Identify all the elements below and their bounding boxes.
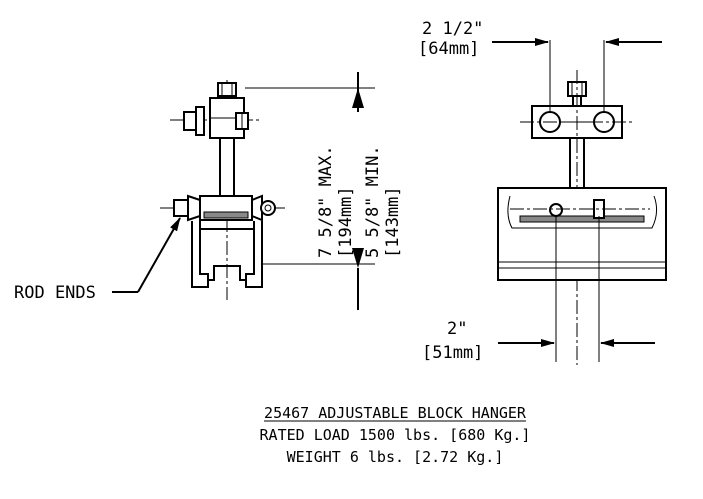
height-max-metric-label: [194mm] bbox=[336, 186, 356, 258]
height-dimension: 7 5/8" MAX. [194mm] 5 5/8" MIN. [143mm] bbox=[245, 72, 403, 310]
bottom-width-metric-label: [51mm] bbox=[422, 343, 483, 363]
caption-weight: WEIGHT 6 lbs. [2.72 Kg.] bbox=[287, 448, 504, 466]
front-view bbox=[497, 70, 667, 365]
height-min-metric-label: [143mm] bbox=[383, 186, 403, 258]
height-max-label: 7 5/8" MAX. bbox=[316, 145, 336, 258]
top-width-label: 2 1/2" bbox=[422, 19, 483, 39]
bottom-width-dimension: 2" [51mm] bbox=[422, 216, 655, 363]
caption: 25467 ADJUSTABLE BLOCK HANGER RATED LOAD… bbox=[260, 404, 531, 466]
side-view bbox=[160, 80, 285, 300]
rod-ends-callout: ROD ENDS bbox=[14, 217, 181, 303]
height-min-label: 5 5/8" MIN. bbox=[363, 145, 383, 258]
top-width-dimension: 2 1/2" [64mm] bbox=[418, 19, 662, 112]
top-width-metric-label: [64mm] bbox=[418, 39, 479, 59]
caption-title: 25467 ADJUSTABLE BLOCK HANGER bbox=[264, 404, 527, 422]
bottom-width-label: 2" bbox=[447, 319, 467, 339]
caption-rated-load: RATED LOAD 1500 lbs. [680 Kg.] bbox=[260, 426, 531, 444]
rod-ends-label: ROD ENDS bbox=[14, 283, 96, 303]
